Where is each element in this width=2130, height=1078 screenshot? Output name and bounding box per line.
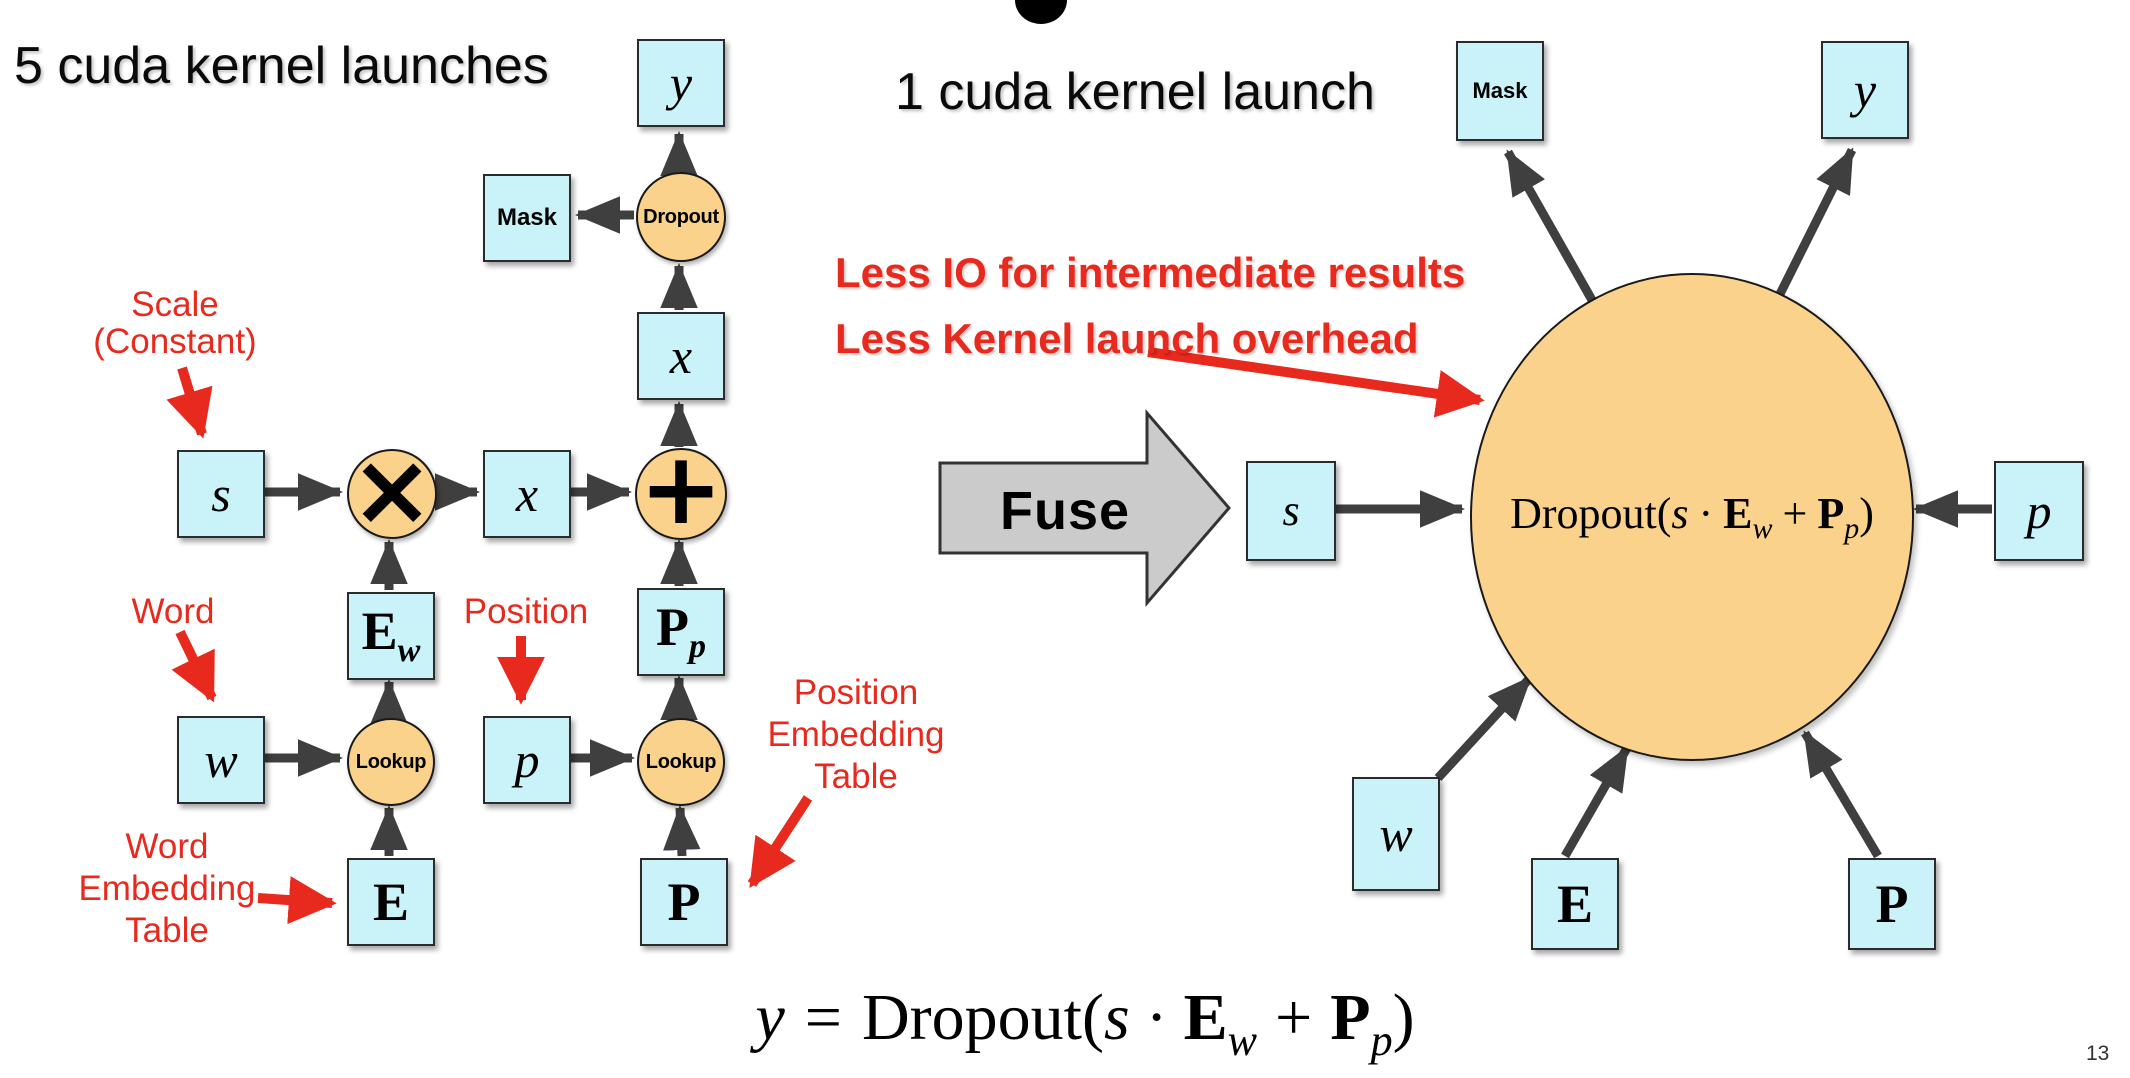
left-box-s-label: s — [211, 466, 231, 522]
fused-kernel-circle: Dropout(s·Ew+Pp) — [1470, 273, 1914, 761]
page-number: 13 — [2086, 1042, 2110, 1065]
left-node-plus: + — [635, 439, 727, 540]
right-box-e-label: E — [1556, 874, 1594, 934]
right-box-p-label: p — [2026, 483, 2052, 539]
left-node-dropout-label: Dropout — [643, 205, 719, 228]
right-box-e: E — [1531, 858, 1619, 950]
red-arrow-scale — [166, 366, 213, 439]
right-box-w: w — [1352, 777, 1440, 891]
note-line1: Less IO for intermediate results — [835, 249, 1466, 296]
left-box-p-label: p — [514, 732, 540, 788]
red-arrow-word — [171, 629, 217, 703]
left-box-pt-label: P — [667, 872, 701, 932]
left-box-mask: Mask — [483, 174, 571, 262]
left-node-lookup-pos: Lookup — [637, 718, 725, 806]
left-section-title: 5 cuda kernel launches — [14, 37, 549, 95]
left-box-y: y — [637, 39, 725, 127]
left-box-s: s — [177, 450, 265, 538]
arrow-e-to-circle — [1561, 745, 1631, 859]
left-box-p: p — [483, 716, 571, 804]
annotation-word: Word — [131, 592, 215, 631]
annotation-scale-constant: Scale (Constant) — [75, 286, 275, 360]
left-node-lookup-word-label: Lookup — [355, 750, 427, 773]
right-box-y: y — [1821, 41, 1909, 139]
right-box-mask: Mask — [1456, 41, 1544, 141]
left-box-ew: Ew — [347, 592, 435, 680]
fused-kernel-label: Dropout(s·Ew+Pp) — [1510, 489, 1874, 545]
annotation-position-embedding-table: Position Embedding Table — [767, 673, 945, 796]
right-box-s-label: s — [1282, 486, 1300, 535]
left-node-dropout: Dropout — [636, 172, 726, 262]
left-box-x-top-label: x — [669, 328, 693, 384]
right-section-title: 1 cuda kernel launch — [895, 63, 1375, 121]
left-node-lookup-pos-label: Lookup — [645, 750, 717, 773]
left-box-x-top: x — [637, 312, 725, 400]
right-box-y-label: y — [1853, 62, 1877, 118]
left-box-e-label: E — [372, 872, 410, 932]
red-arrow-word-emb — [257, 876, 337, 925]
arrow-pt-to-circle — [1801, 730, 1882, 859]
left-box-y-label: y — [669, 55, 693, 111]
left-box-w-label: w — [204, 732, 238, 788]
fuse-label: Fuse — [999, 481, 1131, 541]
left-box-mask-label: Mask — [496, 204, 558, 231]
right-box-s: s — [1246, 461, 1336, 561]
annotation-position: Position — [463, 592, 589, 631]
right-box-p: p — [1994, 461, 2084, 561]
annotation-scale-line2: (Constant) — [93, 322, 257, 361]
right-box-pt: P — [1848, 858, 1936, 950]
left-node-lookup-word: Lookup — [347, 718, 435, 806]
fusion-benefits-note: Less IO for intermediate results Less Ke… — [835, 240, 1465, 372]
arrow-circle-to-mask — [1504, 149, 1596, 303]
left-box-w: w — [177, 716, 265, 804]
plus-symbol: + — [639, 430, 723, 547]
bottom-equation: y=Dropout(s·Ew+Pp) — [755, 981, 1415, 1065]
left-box-pp: Pp — [637, 588, 725, 676]
note-line2: Less Kernel launch overhead — [835, 315, 1419, 362]
left-box-pp-label: Pp — [656, 597, 706, 665]
times-symbol: × — [350, 431, 434, 548]
arrow-w-to-circle — [1434, 674, 1534, 782]
left-box-ew-label: Ew — [361, 601, 421, 669]
left-box-x-mid: x — [483, 450, 571, 538]
left-box-e: E — [347, 858, 435, 946]
annotation-word-embedding-table: Word Embedding Table — [78, 827, 256, 950]
annotation-scale-line1: Scale — [131, 285, 219, 324]
left-box-x-mid-label: x — [515, 466, 539, 522]
right-box-mask-label: Mask — [1472, 78, 1528, 103]
cropped-title-fragment — [1015, 0, 1067, 24]
red-arrow-pos-emb — [747, 795, 813, 889]
arrow-circle-to-y — [1774, 147, 1857, 299]
left-node-times: × — [347, 440, 437, 540]
right-box-pt-label: P — [1875, 874, 1909, 934]
arrow-pt-to-lookup2 — [663, 805, 701, 857]
right-box-w-label: w — [1379, 806, 1413, 862]
left-box-pt: P — [640, 858, 728, 946]
